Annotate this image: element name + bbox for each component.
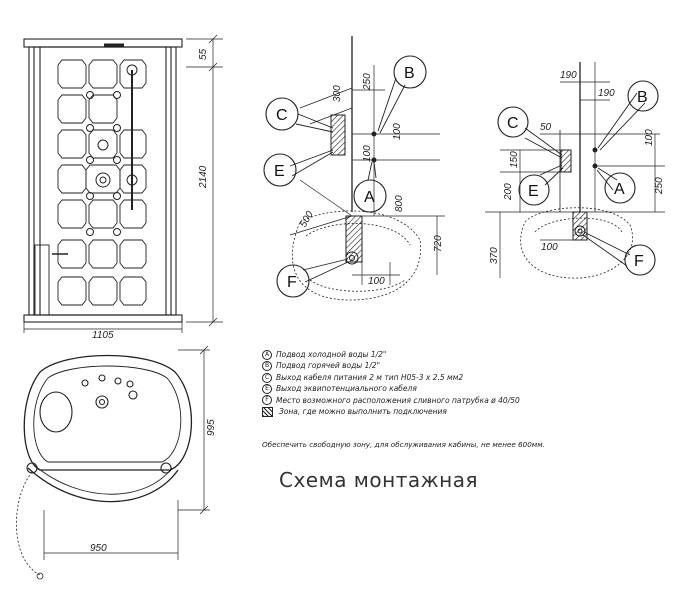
left-callout-e: E	[274, 163, 285, 180]
legend-text: Выход эквипотенциального кабеля	[276, 384, 417, 394]
right-dim-100b: 100	[541, 242, 558, 253]
left-callout-b: B	[404, 65, 415, 82]
legend-item: E Выход эквипотенциального кабеля	[262, 383, 520, 394]
top-depth-dim: 995	[206, 419, 217, 436]
top-door-width-dim: 950	[90, 543, 107, 554]
service-zone-note: Обеспечить свободную зону, для обслужива…	[262, 440, 545, 449]
left-dim-800: 800	[394, 195, 405, 212]
right-callout-c: C	[507, 115, 519, 132]
left-dim-500: 500	[298, 209, 316, 229]
right-dim-200: 200	[503, 183, 514, 201]
legend-item: C Выход кабеля питания 2 м тип H05-3 x 2.…	[262, 372, 520, 383]
left-dim-100b: 100	[362, 145, 373, 162]
right-callout-f: F	[634, 253, 644, 270]
legend-item: F Место возможного расположения сливного …	[262, 395, 520, 406]
legend-marker: C	[262, 372, 272, 383]
legend-item: A Подвод холодной воды 1/2"	[262, 349, 520, 360]
legend-item: B Подвод горячей воды 1/2"	[262, 360, 520, 372]
legend-marker: F	[262, 395, 272, 406]
right-dim-370: 370	[489, 247, 500, 264]
legend-marker: A	[262, 349, 272, 360]
front-top-offset-dim: 55	[198, 48, 209, 60]
right-detail	[485, 62, 665, 279]
legend-marker: B	[262, 361, 272, 372]
front-width-dim: 1105	[92, 330, 114, 341]
legend-marker: E	[262, 383, 272, 394]
left-callout-c: C	[276, 107, 288, 124]
right-dim-190a: 190	[560, 70, 577, 81]
right-callout-b: B	[637, 89, 648, 106]
left-dim-100c: 100	[368, 276, 385, 287]
right-dim-100a: 100	[644, 129, 655, 146]
legend-item: Зона, где можно выполнить подключения	[262, 406, 520, 417]
left-dim-100a: 100	[392, 123, 403, 140]
legend-text: Подвод горячей воды 1/2"	[276, 361, 381, 371]
left-detail	[263, 36, 445, 301]
front-view	[23, 34, 223, 333]
right-callout-e: E	[528, 183, 539, 200]
legend-text: Место возможного расположения сливного п…	[276, 395, 520, 405]
legend-text: Выход кабеля питания 2 м тип H05-3 x 2.5…	[276, 372, 464, 382]
legend: A Подвод холодной воды 1/2" B Подвод горяч…	[262, 349, 520, 417]
left-dim-300: 300	[332, 85, 343, 102]
top-view	[16, 345, 210, 580]
right-callout-a: A	[614, 181, 625, 198]
right-dim-190b: 190	[598, 88, 615, 99]
legend-text: Подвод холодной воды 1/2"	[276, 350, 387, 359]
left-callout-f: F	[287, 274, 297, 291]
page-title: Схема монтажная	[279, 468, 478, 492]
legend-text: Зона, где можно выполнить подключения	[279, 407, 447, 417]
left-callout-a: A	[364, 189, 375, 206]
left-dim-720: 720	[433, 235, 444, 252]
right-dim-150: 150	[509, 151, 520, 168]
front-height-dim: 2140	[198, 165, 209, 189]
right-dim-50: 50	[540, 122, 552, 133]
right-dim-250: 250	[654, 177, 665, 195]
left-dim-250: 250	[362, 73, 373, 91]
hatch-swatch-icon	[262, 406, 273, 417]
